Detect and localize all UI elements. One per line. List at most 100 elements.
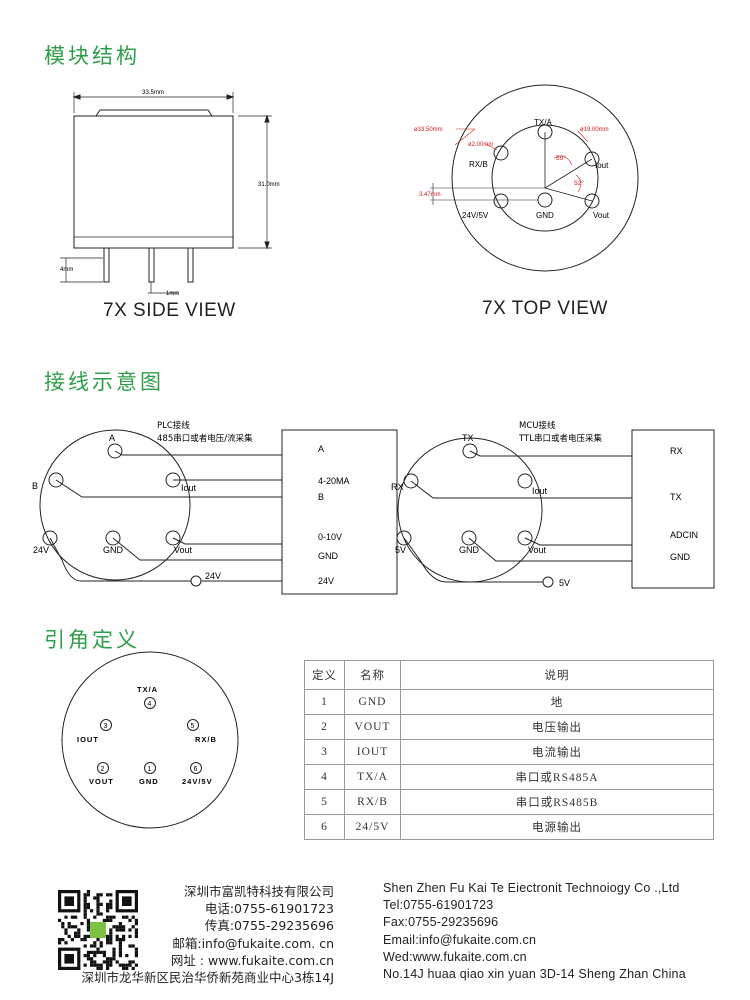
side-pindia-dim: 1mm xyxy=(166,291,179,297)
section-title-pins: 引角定义 xyxy=(44,628,140,652)
footer-web-cn: 网址 : www.fukaite.com.cn xyxy=(170,953,334,968)
table-cell: 6 xyxy=(304,814,345,840)
pd-24v-label: 24V/5V xyxy=(182,777,213,786)
mcu-pin-vout: Vout xyxy=(528,545,547,555)
plc-wiring-diagram xyxy=(39,429,398,595)
plc-pin-24v: 24V xyxy=(33,545,49,555)
plc-term-gnd: GND xyxy=(318,551,339,561)
mcu-term-gnd: GND xyxy=(670,552,691,562)
plc-term-b: B xyxy=(318,492,324,502)
table-cell: VOUT xyxy=(344,714,401,740)
plc-supply: 24V xyxy=(205,571,221,581)
table-cell: 2 xyxy=(304,714,345,740)
footer-address-cn: 深圳市龙华新区民治华侨新苑商业中心3栋14J xyxy=(81,970,334,985)
plc-pin-b: B xyxy=(32,481,38,491)
table-cell: 地 xyxy=(400,689,714,715)
side-width-dim: 33.5mm xyxy=(142,90,164,96)
side-view-caption: 7X SIDE VIEW xyxy=(103,300,236,321)
top-view-drawing xyxy=(430,84,639,272)
pd-rxb-label: RX/B xyxy=(195,735,217,744)
pd-num-5: 5 xyxy=(191,723,195,730)
section-title-structure: 模块结构 xyxy=(44,44,140,68)
top-offset-dim: 3.47mm xyxy=(419,192,441,198)
pd-num-6: 6 xyxy=(194,766,198,773)
mcu-term-adcin: ADCIN xyxy=(670,530,698,540)
mcu-title: MCU接线 xyxy=(519,420,556,431)
pd-vout-label: VOUT xyxy=(89,777,114,786)
table-cell: 5 xyxy=(304,789,345,815)
table-cell: TX/A xyxy=(344,764,401,790)
footer-fax-en: Fax:0755-29235696 xyxy=(383,915,499,929)
top-pin-txa: TX/A xyxy=(534,118,552,127)
footer-email-cn: 邮箱:info@fukaite.com. cn xyxy=(172,936,334,951)
plc-pin-a: A xyxy=(109,433,115,443)
top-pin-iout: Iout xyxy=(595,161,609,170)
table-header-cell: 名称 xyxy=(344,660,401,690)
table-cell: RX/B xyxy=(344,789,401,815)
top-angle-52: 52° xyxy=(574,179,584,187)
plc-term-a: A xyxy=(318,444,324,454)
top-pin-gnd: GND xyxy=(536,211,554,220)
pd-txa-label: TX/A xyxy=(137,685,158,694)
table-cell: 24/5V xyxy=(344,814,401,840)
pd-iout-label: IOUT xyxy=(77,735,99,744)
pd-gnd-label: GND xyxy=(139,777,159,786)
table-row: 2 VOUT 电压输出 xyxy=(304,714,714,740)
pd-num-3: 3 xyxy=(104,723,108,730)
plc-pin-iout: Iout xyxy=(181,483,197,493)
pin-definition-table: 定义 名称 说明 1 GND 地 2 VOUT 电压输出 3 IOUT 电流输出… xyxy=(304,660,714,840)
mcu-term-tx: TX xyxy=(670,492,682,502)
pd-num-4: 4 xyxy=(148,701,152,708)
table-cell: 电流输出 xyxy=(400,739,714,765)
top-circle-dia: ø19.00mm xyxy=(580,127,609,133)
table-cell: 1 xyxy=(304,689,345,715)
footer-company-en: Shen Zhen Fu Kai Te Eiectronit Technoiog… xyxy=(383,881,680,895)
side-pinlen-dim: 4mm xyxy=(60,267,73,273)
mcu-subtitle: TTL串口或者电压采集 xyxy=(518,433,602,444)
section-title-wiring: 接线示意图 xyxy=(44,370,164,394)
mcu-pin-iout: Iout xyxy=(532,486,548,496)
plc-title: PLC接线 xyxy=(157,420,190,431)
top-pin-24v: 24V/5V xyxy=(462,211,489,220)
table-cell: GND xyxy=(344,689,401,715)
top-pin-dia: ø2.00mm xyxy=(468,142,493,148)
top-pin-rxb: RX/B xyxy=(469,160,488,169)
plc-subtitle: 485串口或者电压/流采集 xyxy=(157,433,253,444)
side-view-drawing xyxy=(60,92,272,294)
top-view-caption: 7X TOP VIEW xyxy=(482,298,608,319)
footer-web-en: Wed:www.fukaite.com.cn xyxy=(383,950,527,964)
table-cell: 串口或RS485A xyxy=(400,764,714,790)
footer-company-cn: 深圳市富凯特科技有限公司 xyxy=(183,884,334,899)
table-cell: 电压输出 xyxy=(400,714,714,740)
table-row: 4 TX/A 串口或RS485A xyxy=(304,764,714,790)
footer-email-en: Email:info@fukaite.com.cn xyxy=(383,933,537,947)
footer-address-en: No.14J huaa qiao xin yuan 3D-14 Sheng Zh… xyxy=(383,967,686,981)
table-row: 1 GND 地 xyxy=(304,689,714,715)
plc-term-24v: 24V xyxy=(318,576,334,586)
plc-term-420ma: 4-20MA xyxy=(318,476,350,486)
top-outer-dia: ø33.50mm xyxy=(414,127,443,133)
top-pin-vout: Vout xyxy=(593,211,610,220)
footer-fax-cn: 传真:0755-29235696 xyxy=(204,918,334,933)
table-header-cell: 定义 xyxy=(304,660,345,690)
table-cell: 3 xyxy=(304,739,345,765)
table-header-cell: 说明 xyxy=(400,660,714,690)
footer-tel-cn: 电话:0755-61901723 xyxy=(204,901,334,916)
mcu-pin-rx: RX xyxy=(391,482,404,492)
table-cell: 电源输出 xyxy=(400,814,714,840)
table-row: 5 RX/B 串口或RS485B xyxy=(304,789,714,815)
mcu-supply: 5V xyxy=(559,578,570,588)
mcu-pin-gnd: GND xyxy=(459,545,480,555)
footer-tel-en: Tel:0755-61901723 xyxy=(383,898,494,912)
plc-pin-vout: Vout xyxy=(174,545,193,555)
plc-term-010v: 0-10V xyxy=(318,532,342,542)
plc-pin-gnd: GND xyxy=(103,545,124,555)
pd-num-2: 2 xyxy=(101,766,105,773)
mcu-wiring-diagram xyxy=(396,429,715,589)
table-cell: 4 xyxy=(304,764,345,790)
table-row: 6 24/5V 电源输出 xyxy=(304,814,714,840)
qr-code-icon xyxy=(58,890,138,970)
pd-num-1: 1 xyxy=(148,766,152,773)
table-cell: IOUT xyxy=(344,739,401,765)
